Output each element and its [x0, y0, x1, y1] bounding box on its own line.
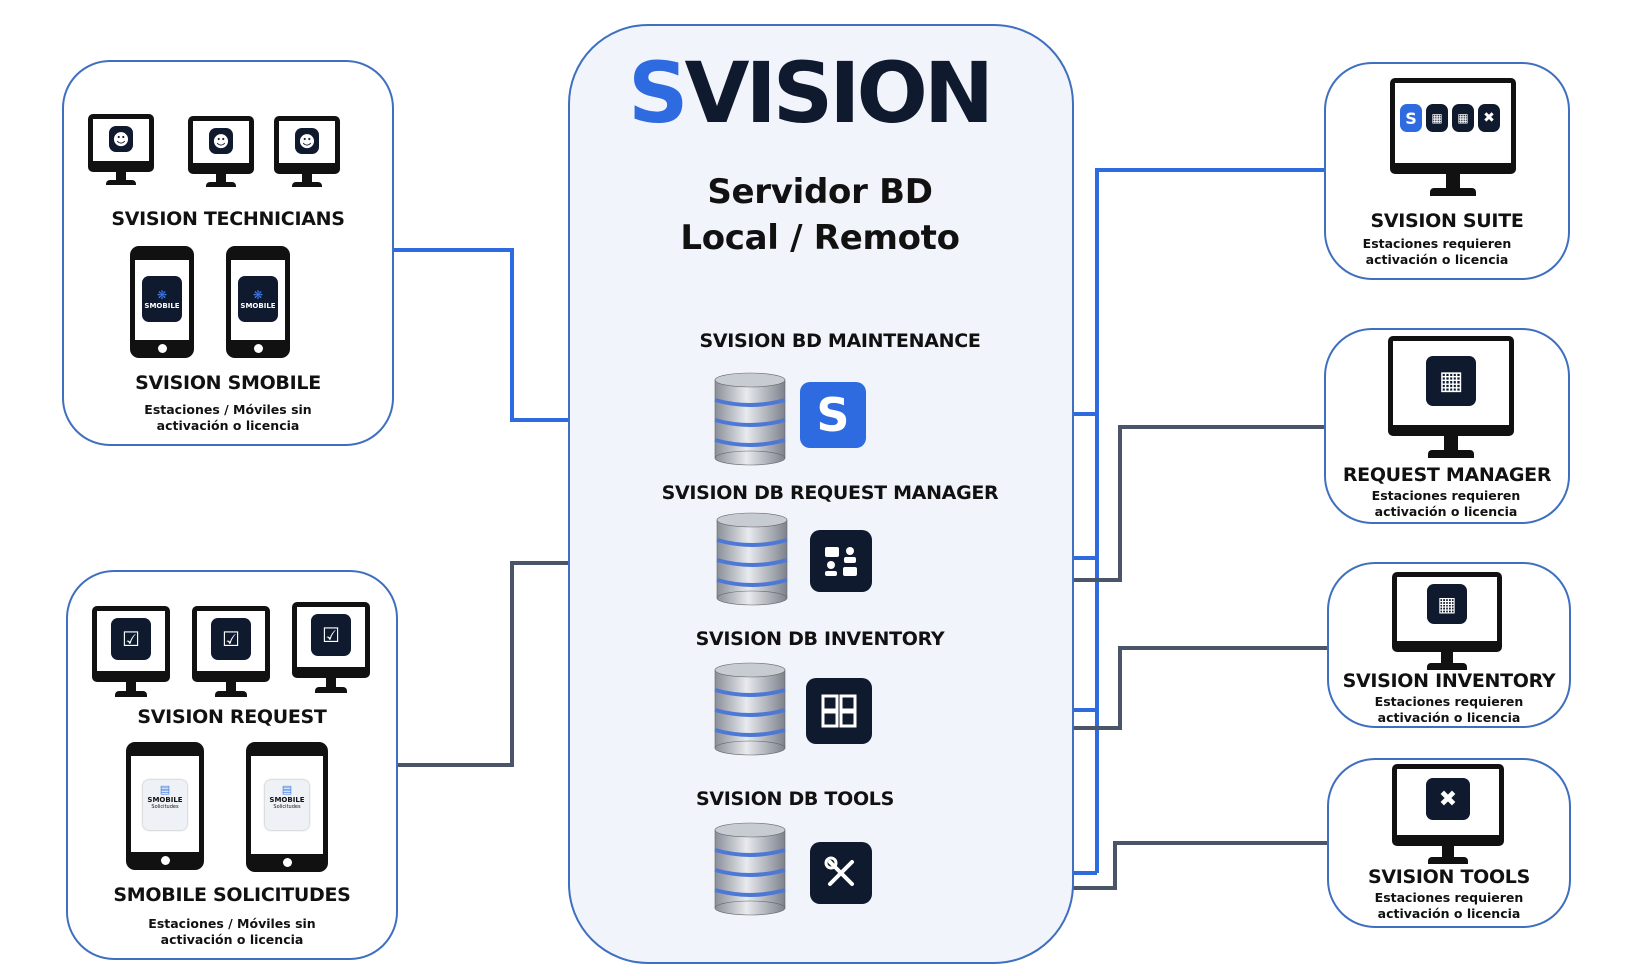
tools-icon: ✖ — [1426, 778, 1470, 820]
smobile-label: SVISION SMOBILE — [135, 372, 321, 394]
inventory-icon: ▦ — [1427, 584, 1467, 624]
db-label-tools: SVISION DB TOOLS — [695, 788, 894, 810]
monitor-icon: ☑ — [192, 606, 270, 698]
monitor-icon: ▦ — [1388, 336, 1514, 458]
tablet-icon: ▤ SMOBILE Solicitudes — [126, 742, 204, 870]
request-manager-icon: ▦ — [1426, 356, 1476, 406]
suite-note-line2: activación o licencia — [1365, 252, 1509, 267]
request-manager-note-line1: Estaciones requieren — [1371, 488, 1521, 503]
monitor-icon: ▦ — [1392, 572, 1502, 670]
db-label-inventory: SVISION DB INVENTORY — [695, 628, 945, 650]
monitor-icon: ☑ — [92, 606, 170, 698]
request-manager-icon — [810, 530, 872, 592]
tools-note-line1: Estaciones requieren — [1374, 890, 1524, 905]
clipboard-icon: ▤ — [159, 783, 171, 796]
tools-label: SVISION TOOLS — [1367, 866, 1531, 888]
server-panel — [568, 24, 1074, 964]
smobile-app-icon: ❋ — [252, 288, 264, 302]
suite-note-line1: Estaciones requieren — [1362, 236, 1512, 251]
request-manager-icon: ▦ — [1426, 104, 1448, 132]
monitor-icon: ☻ — [188, 116, 254, 188]
solicitudes-label: SMOBILE SOLICITUDES — [113, 884, 351, 906]
request-icon: ☑ — [211, 618, 251, 660]
database-icon — [716, 512, 788, 606]
monitor-icon: ☻ — [88, 114, 154, 186]
solicitudes-app-title: SMOBILE — [147, 796, 183, 804]
request-icon: ☑ — [111, 618, 151, 660]
tools-note-line2: activación o licencia — [1377, 906, 1521, 921]
request-manager-note-line2: activación o licencia — [1374, 504, 1518, 519]
solicitudes-app-title: SMOBILE — [269, 796, 305, 804]
technician-icon: ☻ — [109, 126, 133, 152]
monitor-icon: ✖ — [1392, 764, 1504, 864]
request-label: SVISION REQUEST — [137, 706, 327, 728]
inventory-note-line2: activación o licencia — [1377, 710, 1521, 725]
server-title-line2: Local / Remoto — [680, 218, 960, 258]
tools-icon: ✖ — [1478, 104, 1500, 132]
solicitudes-note-line1: Estaciones / Móviles sin — [148, 916, 316, 931]
request-icon: ☑ — [311, 614, 351, 656]
smobile-app-label: SMOBILE — [240, 302, 276, 310]
smobile-note-line2: activación o licencia — [156, 418, 300, 433]
link-suite-trunk — [1095, 168, 1324, 873]
monitor-icon: ☻ — [274, 116, 340, 188]
technician-icon: ☻ — [209, 128, 233, 154]
server-title-line1: Servidor BD — [707, 172, 933, 212]
s-logo-icon: S — [800, 382, 866, 448]
inventory-label: SVISION INVENTORY — [1342, 670, 1556, 692]
solicitudes-app-sub: Solicitudes — [151, 804, 179, 810]
s-logo-icon: S — [1400, 104, 1422, 132]
solicitudes-note-line2: activación o licencia — [160, 932, 304, 947]
database-icon — [714, 822, 786, 916]
database-icon — [714, 662, 786, 756]
technician-icon: ☻ — [295, 128, 319, 154]
svision-logo: SVISION — [628, 48, 994, 138]
smobile-app-label: SMOBILE — [144, 302, 180, 310]
logo-rest: VISION — [684, 44, 995, 142]
request-manager-label: REQUEST MANAGER — [1342, 464, 1552, 486]
tools-icon — [810, 842, 872, 904]
tablet-icon: ▤ SMOBILE Solicitudes — [246, 742, 328, 872]
inventory-icon — [806, 678, 872, 744]
inventory-note-line1: Estaciones requieren — [1374, 694, 1524, 709]
db-label-request-manager: SVISION DB REQUEST MANAGER — [661, 482, 999, 504]
inventory-icon: ▦ — [1452, 104, 1474, 132]
suite-label: SVISION SUITE — [1370, 210, 1524, 232]
monitor-icon: ☑ — [292, 602, 370, 694]
clipboard-icon: ▤ — [281, 783, 293, 796]
db-label-maintenance: SVISION BD MAINTENANCE — [699, 330, 981, 352]
phone-icon: ❋SMOBILE — [226, 246, 290, 358]
technicians-label: SVISION TECHNICIANS — [111, 208, 345, 230]
smobile-note-line1: Estaciones / Móviles sin — [144, 402, 312, 417]
monitor-icon: S ▦ ▦ ✖ — [1390, 78, 1516, 196]
solicitudes-app-sub: Solicitudes — [273, 804, 301, 810]
smobile-app-icon: ❋ — [156, 288, 168, 302]
database-icon — [714, 372, 786, 466]
logo-s: S — [628, 44, 688, 142]
phone-icon: ❋SMOBILE — [130, 246, 194, 358]
